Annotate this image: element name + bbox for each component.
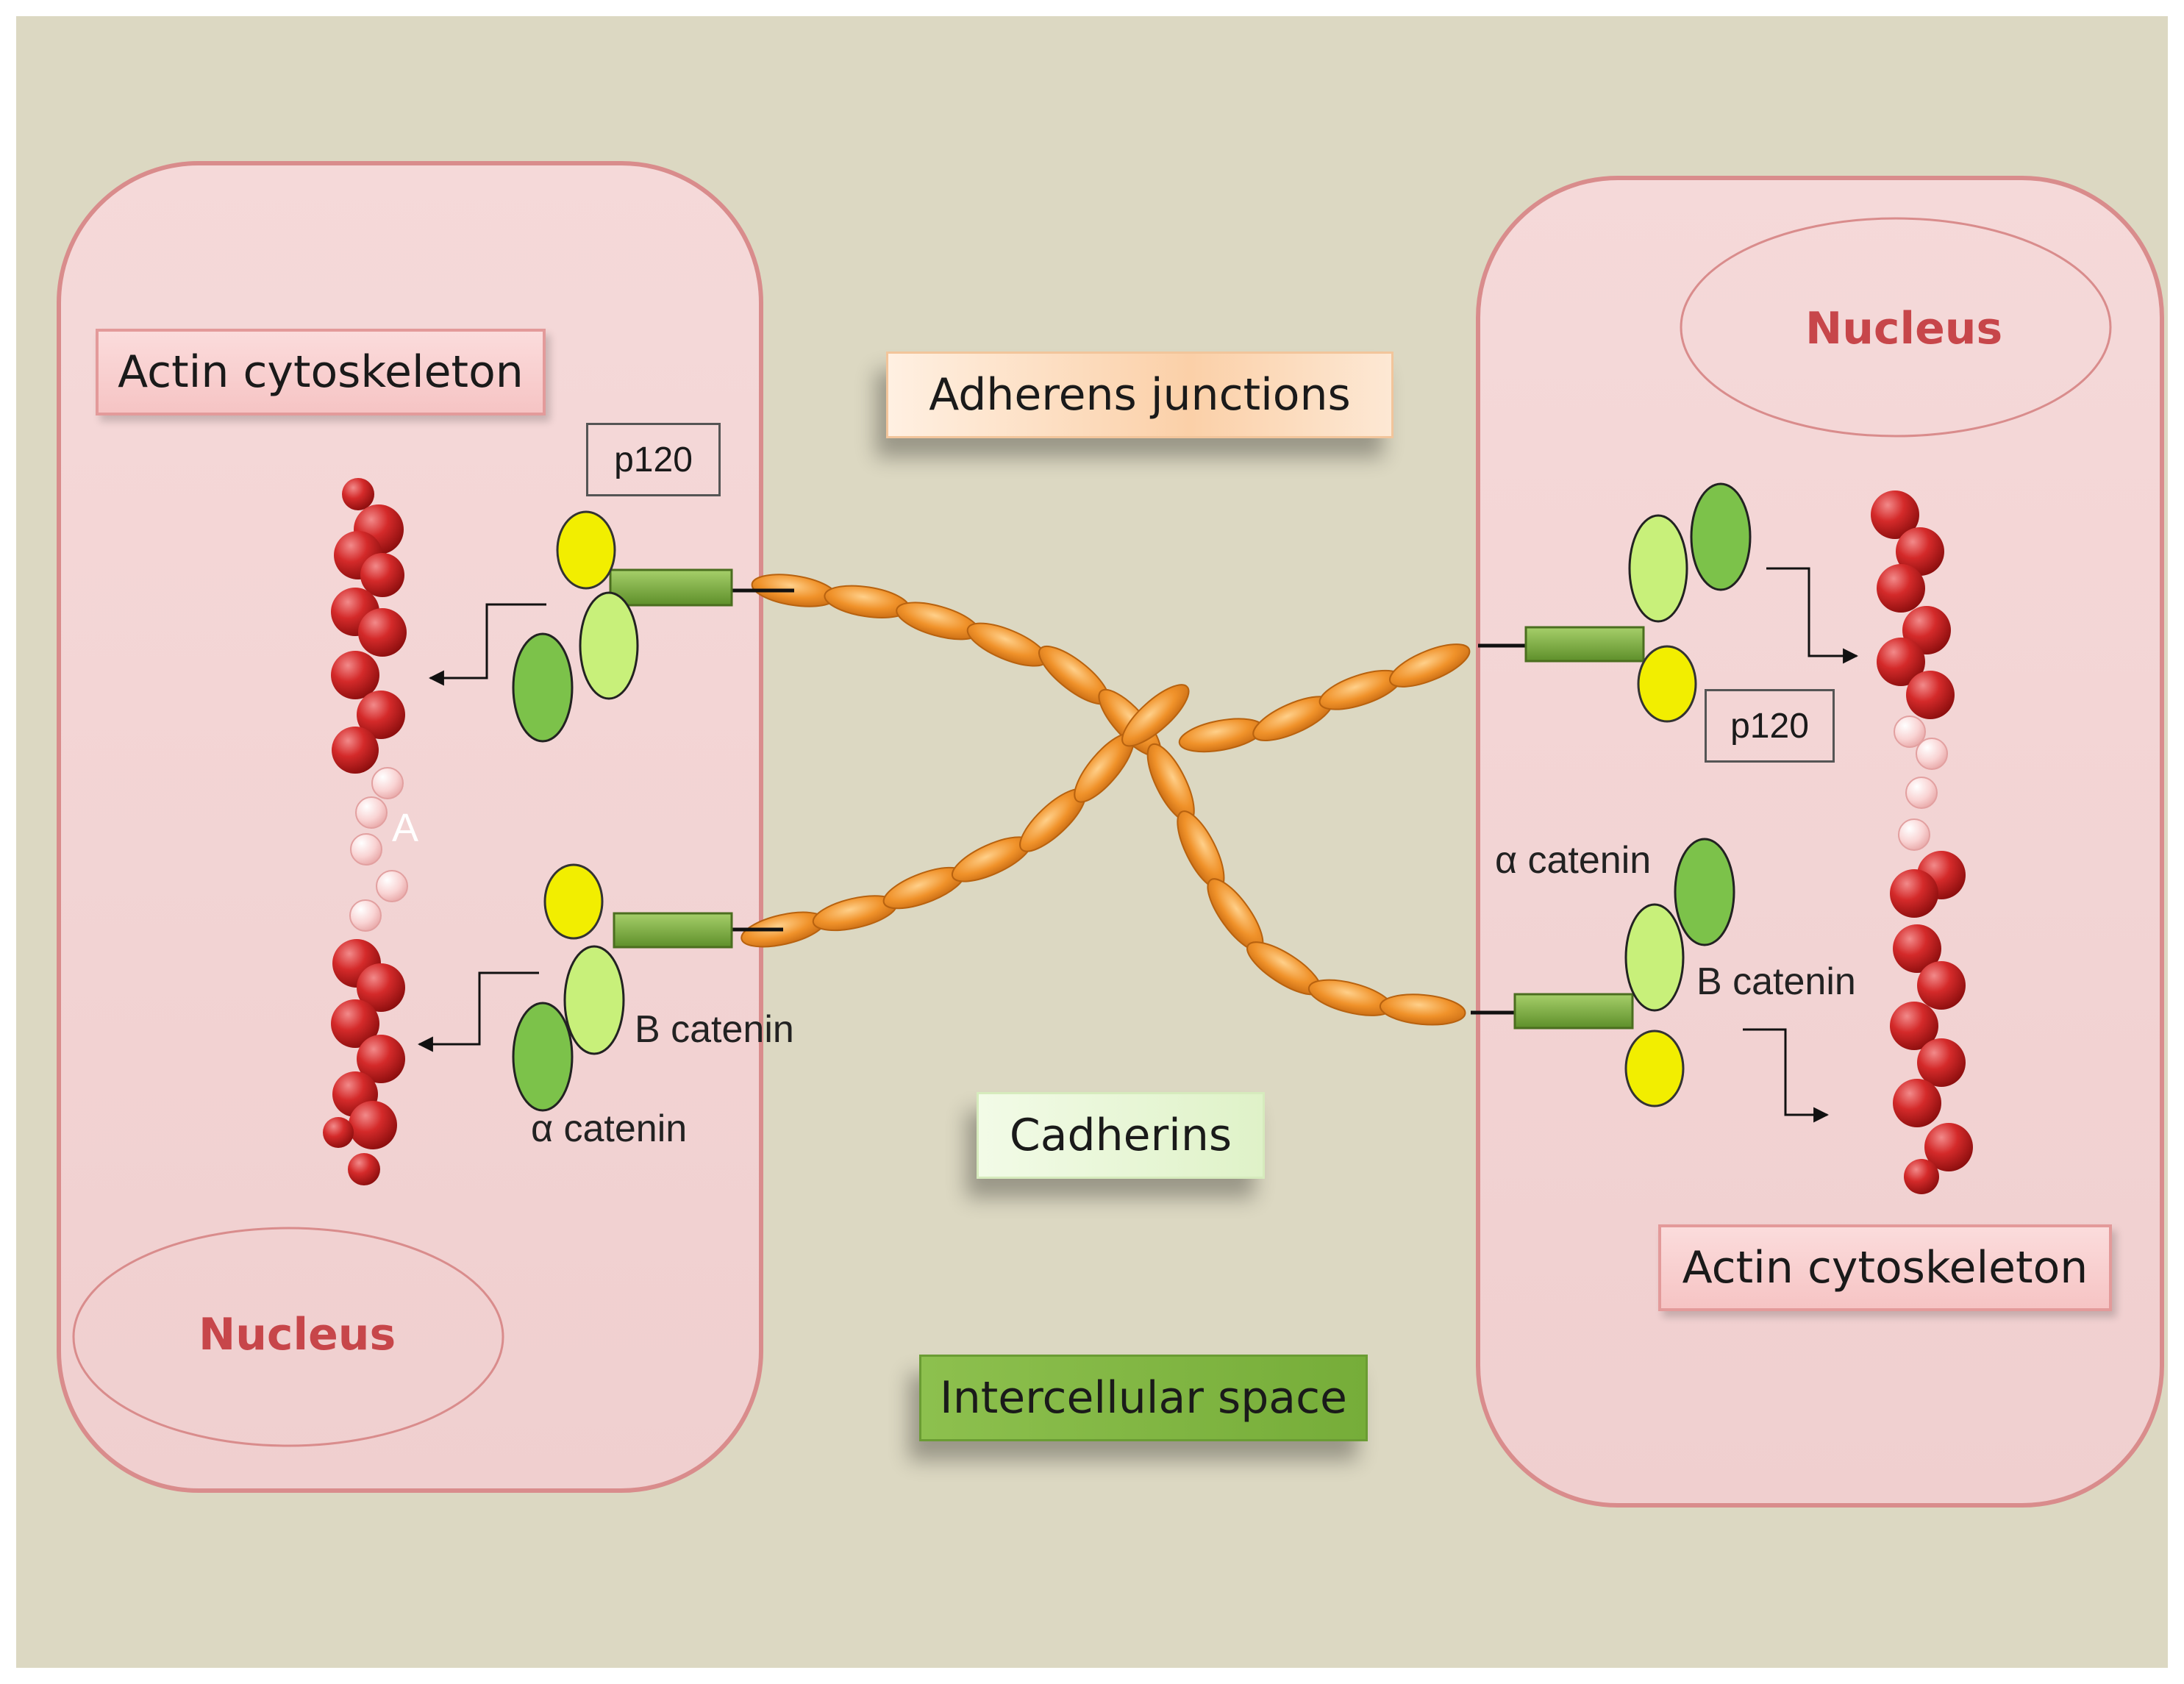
actin-monomer-light [1905,777,1938,809]
cadherin-tail-left-top [609,568,733,607]
actin-monomer [1890,1002,1938,1050]
cadherin-chains [741,574,1471,1026]
actin-monomer [1877,638,1925,686]
alpha-catenin-label-right: α catenin [1495,839,1652,882]
actin-monomer [360,553,404,597]
intercellular-space-label: Intercellular space [919,1355,1368,1441]
actin-monomer [1877,564,1925,613]
actin-monomer-light [1898,818,1930,851]
actin-monomer-light [1916,738,1948,770]
beta-catenin-left-top [579,591,639,700]
cadherins-label: Cadherins [977,1092,1265,1179]
actin-monomer [1893,1079,1941,1127]
actin-monomer [1871,490,1919,539]
alpha-catenin-right-bottom [1674,838,1735,946]
cadherin-tail-left-bottom [613,912,733,949]
nucleus-left-outline [72,1227,504,1447]
left-cell [57,161,763,1493]
actin-monomer-light [371,767,404,799]
right-cell [1476,176,2164,1508]
actin-monomer-light [350,833,382,866]
actin-monomer-light [349,899,382,932]
beta-catenin-right-bottom [1624,903,1685,1012]
actin-monomer [342,478,374,510]
alpha-catenin-label-left: α catenin [531,1107,688,1150]
p120-right-top [1637,645,1697,723]
actin-monomer [1924,1123,1973,1171]
actin-monomer-light [355,796,388,829]
alpha-catenin-right-top [1690,482,1752,591]
actin-cytoskeleton-label-right: Actin cytoskeleton [1658,1224,2112,1311]
actin-monomer [332,727,379,774]
actin-monomer [1896,527,1944,576]
p120-left-bottom [543,863,604,940]
arrow-right-bottom [1743,1028,1830,1123]
actin-monomer [357,963,405,1012]
cadherin-domain [1121,684,1190,747]
actin-monomer-light [1894,716,1926,748]
actin-cytoskeleton-label-left: Actin cytoskeleton [96,329,546,415]
alpha-catenin-left-bottom [512,1002,574,1112]
actin-monomer [1893,924,1941,973]
actin-monomer [348,1153,380,1185]
b-catenin-label-right: B catenin [1696,960,1856,1003]
actin-monomer [349,1101,397,1149]
beta-catenin-right-top [1628,514,1688,623]
actin-monomer [357,691,405,739]
nucleus-right-outline [1680,217,2112,438]
actin-monomer [331,999,379,1048]
cadherin-tail-right-bottom [1513,993,1634,1030]
b-catenin-label-left: B catenin [635,1008,794,1051]
p120-left-top [556,510,616,590]
p120-right-bottom [1624,1030,1685,1107]
arrow-left-top [428,603,546,686]
tail-connectors [732,588,1526,1015]
actin-monomer [1906,671,1955,719]
arrow-left-bottom [417,971,539,1052]
actin-gap-mark: A [392,806,419,850]
cadherin-domain [1389,643,1471,688]
cadherin-tail-right-top [1524,626,1645,663]
actin-monomer [1904,1159,1939,1194]
actin-monomer [358,608,407,657]
actin-monomer [331,651,379,699]
p120-label-right: p120 [1705,689,1835,763]
actin-monomer [323,1117,354,1148]
alpha-catenin-left-top [512,632,574,743]
p120-label-left: p120 [586,423,721,496]
nucleus-label-left: Nucleus [199,1309,396,1360]
actin-filament-right [1871,490,1973,1194]
actin-monomer [1917,961,1966,1010]
actin-monomer [1890,869,1938,918]
adherens-junctions-label: Adherens junctions [886,352,1393,438]
actin-monomer [1917,1038,1966,1087]
actin-monomer-light [376,870,408,902]
beta-catenin-left-bottom [563,945,625,1055]
nucleus-label-right: Nucleus [1805,303,2003,354]
arrow-right-top [1766,567,1859,664]
actin-filament-left [323,478,408,1185]
cadherin-domain [1379,993,1466,1026]
actin-monomer [357,1035,405,1083]
